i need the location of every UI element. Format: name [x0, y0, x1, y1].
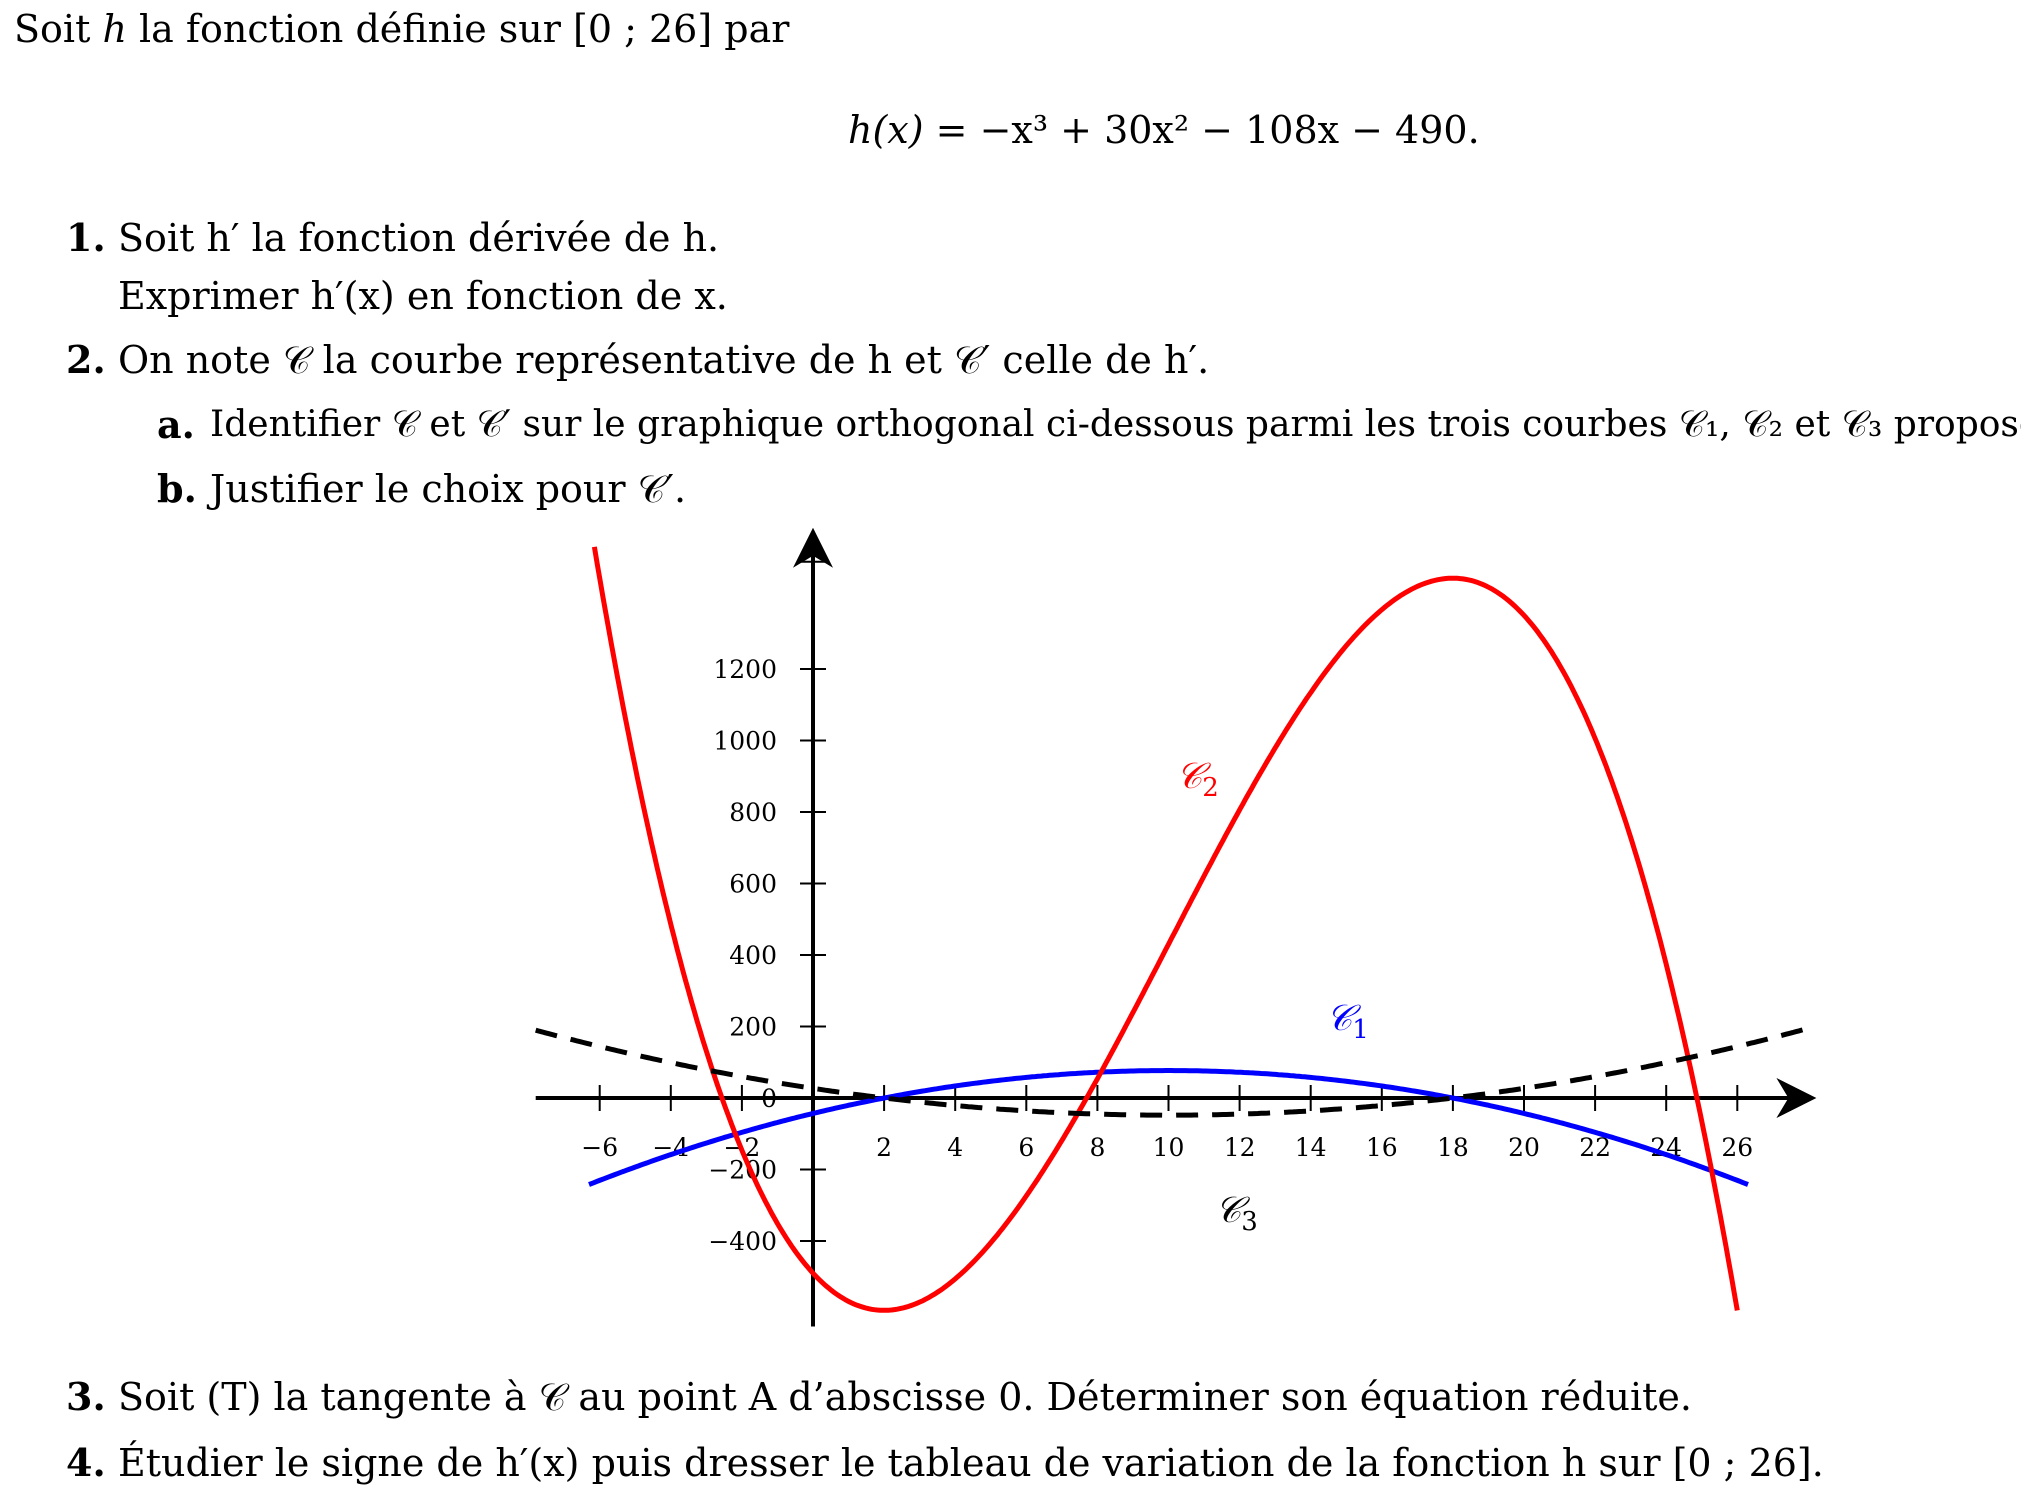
q2a-label: a.	[157, 402, 195, 447]
x-tick-label: 2	[876, 1133, 892, 1162]
y-tick-label: 400	[729, 941, 777, 970]
x-tick-label: 12	[1224, 1133, 1256, 1162]
x-tick-label: 16	[1366, 1133, 1398, 1162]
q4-number: 4.	[66, 1440, 106, 1485]
curve-c2	[591, 546, 1740, 1313]
y-tick-label: 600	[729, 870, 777, 899]
x-tick-label: 4	[947, 1133, 963, 1162]
label-c3: 𝒞3	[1215, 1190, 1258, 1237]
x-tick-label: −6	[581, 1133, 618, 1162]
q2-number: 2.	[66, 337, 106, 382]
x-tick-label: 10	[1153, 1133, 1185, 1162]
intro-text: Soit h la fonction définie sur [0 ; 26] …	[14, 6, 789, 52]
curve-c1	[588, 1068, 1749, 1187]
y-tick-label: 1200	[713, 655, 777, 684]
q3-text: Soit (T) la tangente à 𝒞 au point A d’ab…	[118, 1375, 1692, 1419]
y-tick-label: −200	[708, 1156, 777, 1185]
intro-text-after: la fonction définie sur [0 ; 26] par	[139, 7, 790, 51]
intro-var: h	[102, 7, 127, 51]
y-tick-label: 800	[729, 798, 777, 827]
y-tick-label: 1000	[713, 727, 777, 756]
q2-text: On note 𝒞 la courbe représentative de h …	[118, 338, 1210, 382]
label-c2: 𝒞2	[1176, 756, 1219, 803]
y-tick-label: 200	[729, 1013, 777, 1042]
formula-lhs: h(x) =	[848, 108, 968, 152]
q1-line1: Soit h′ la fonction dérivée de h.	[118, 216, 720, 260]
intro-text-before: Soit	[14, 7, 91, 51]
x-tick-label: 8	[1089, 1133, 1105, 1162]
x-tick-label: 20	[1508, 1133, 1540, 1162]
q2b-label: b.	[157, 466, 197, 511]
q4-text: Étudier le signe de h′(x) puis dresser l…	[118, 1441, 1824, 1485]
q2a-text: Identifier 𝒞 et 𝒞′ sur le graphique orth…	[210, 404, 2021, 445]
label-c1: 𝒞1	[1326, 998, 1369, 1045]
x-tick-label: 26	[1721, 1133, 1753, 1162]
y-tick-label: 0	[761, 1084, 777, 1113]
x-tick-label: 18	[1437, 1133, 1469, 1162]
formula-rhs: −x³ + 30x² − 108x − 490.	[979, 108, 1480, 152]
q1-number: 1.	[66, 215, 106, 260]
x-tick-label: 6	[1018, 1133, 1034, 1162]
y-tick-label: −400	[708, 1227, 777, 1256]
curve-c3	[535, 1025, 1810, 1118]
x-tick-label: 14	[1295, 1133, 1327, 1162]
curves	[535, 546, 1810, 1313]
q3-number: 3.	[66, 1374, 106, 1419]
function-formula: h(x) = −x³ + 30x² − 108x − 490.	[848, 107, 1480, 153]
q1-line2: Exprimer h′(x) en fonction de x.	[118, 274, 728, 318]
q2b-text: Justifier le choix pour 𝒞′.	[210, 467, 687, 511]
